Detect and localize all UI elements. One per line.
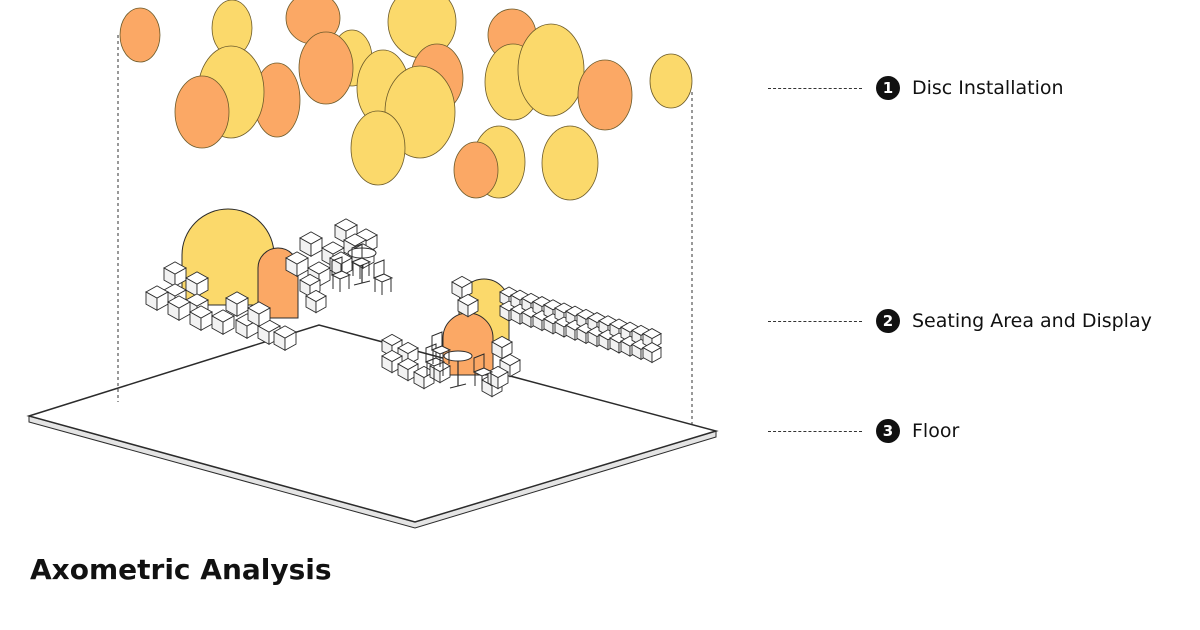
legend-number-badge: 2 xyxy=(876,309,900,333)
disc-orange xyxy=(119,7,161,63)
display-cube xyxy=(285,251,309,278)
legend-item-floor: 3 Floor xyxy=(768,416,959,446)
display-cube xyxy=(491,335,513,360)
seating-area-left xyxy=(145,208,394,352)
display-cube xyxy=(397,357,419,382)
display-cube xyxy=(247,301,271,328)
legend-item-seating-area: 2 Seating Area and Display xyxy=(768,306,1152,336)
disc-orange xyxy=(298,31,354,105)
display-cube xyxy=(381,349,403,374)
disc-yellow xyxy=(541,125,599,201)
legend-leader-line xyxy=(768,320,862,322)
legend-leader-line xyxy=(768,87,862,89)
disc-yellow xyxy=(649,53,693,109)
display-cube xyxy=(167,295,191,322)
display-cube xyxy=(499,353,521,378)
chair xyxy=(430,331,452,367)
display-cube xyxy=(185,271,209,298)
legend-label: Seating Area and Display xyxy=(912,310,1152,332)
legend-leader-line xyxy=(768,430,862,432)
display-cube xyxy=(163,261,187,288)
display-cube xyxy=(211,309,235,336)
display-cube xyxy=(273,325,297,352)
display-arch-orange xyxy=(442,312,494,376)
disc-yellow xyxy=(517,23,585,117)
floor-slab xyxy=(26,324,719,529)
page-title: Axometric Analysis xyxy=(30,553,332,586)
legend-label: Floor xyxy=(912,420,960,442)
disc-orange xyxy=(174,75,230,149)
chair xyxy=(472,353,494,389)
disc-yellow xyxy=(350,110,406,186)
table xyxy=(443,350,473,389)
display-cube xyxy=(642,342,662,364)
chair xyxy=(372,259,394,295)
display-cube xyxy=(145,285,169,312)
disc-orange xyxy=(453,141,499,199)
chair xyxy=(350,243,372,279)
legend-item-disc-installation: 1 Disc Installation xyxy=(768,73,1064,103)
display-cube xyxy=(299,231,323,258)
legend-label: Disc Installation xyxy=(912,77,1064,99)
display-cube xyxy=(305,289,327,314)
legend-number-badge: 3 xyxy=(876,419,900,443)
guide-lines xyxy=(117,35,693,425)
disc-orange xyxy=(577,59,633,131)
display-cube xyxy=(189,305,213,332)
legend-number-badge: 1 xyxy=(876,76,900,100)
display-cube xyxy=(457,293,479,318)
chair xyxy=(330,256,352,292)
display-cube xyxy=(487,365,509,390)
disc-installation xyxy=(119,0,693,201)
display-cube xyxy=(225,291,249,318)
display-cube xyxy=(451,275,473,300)
seating-area-right xyxy=(381,275,662,398)
